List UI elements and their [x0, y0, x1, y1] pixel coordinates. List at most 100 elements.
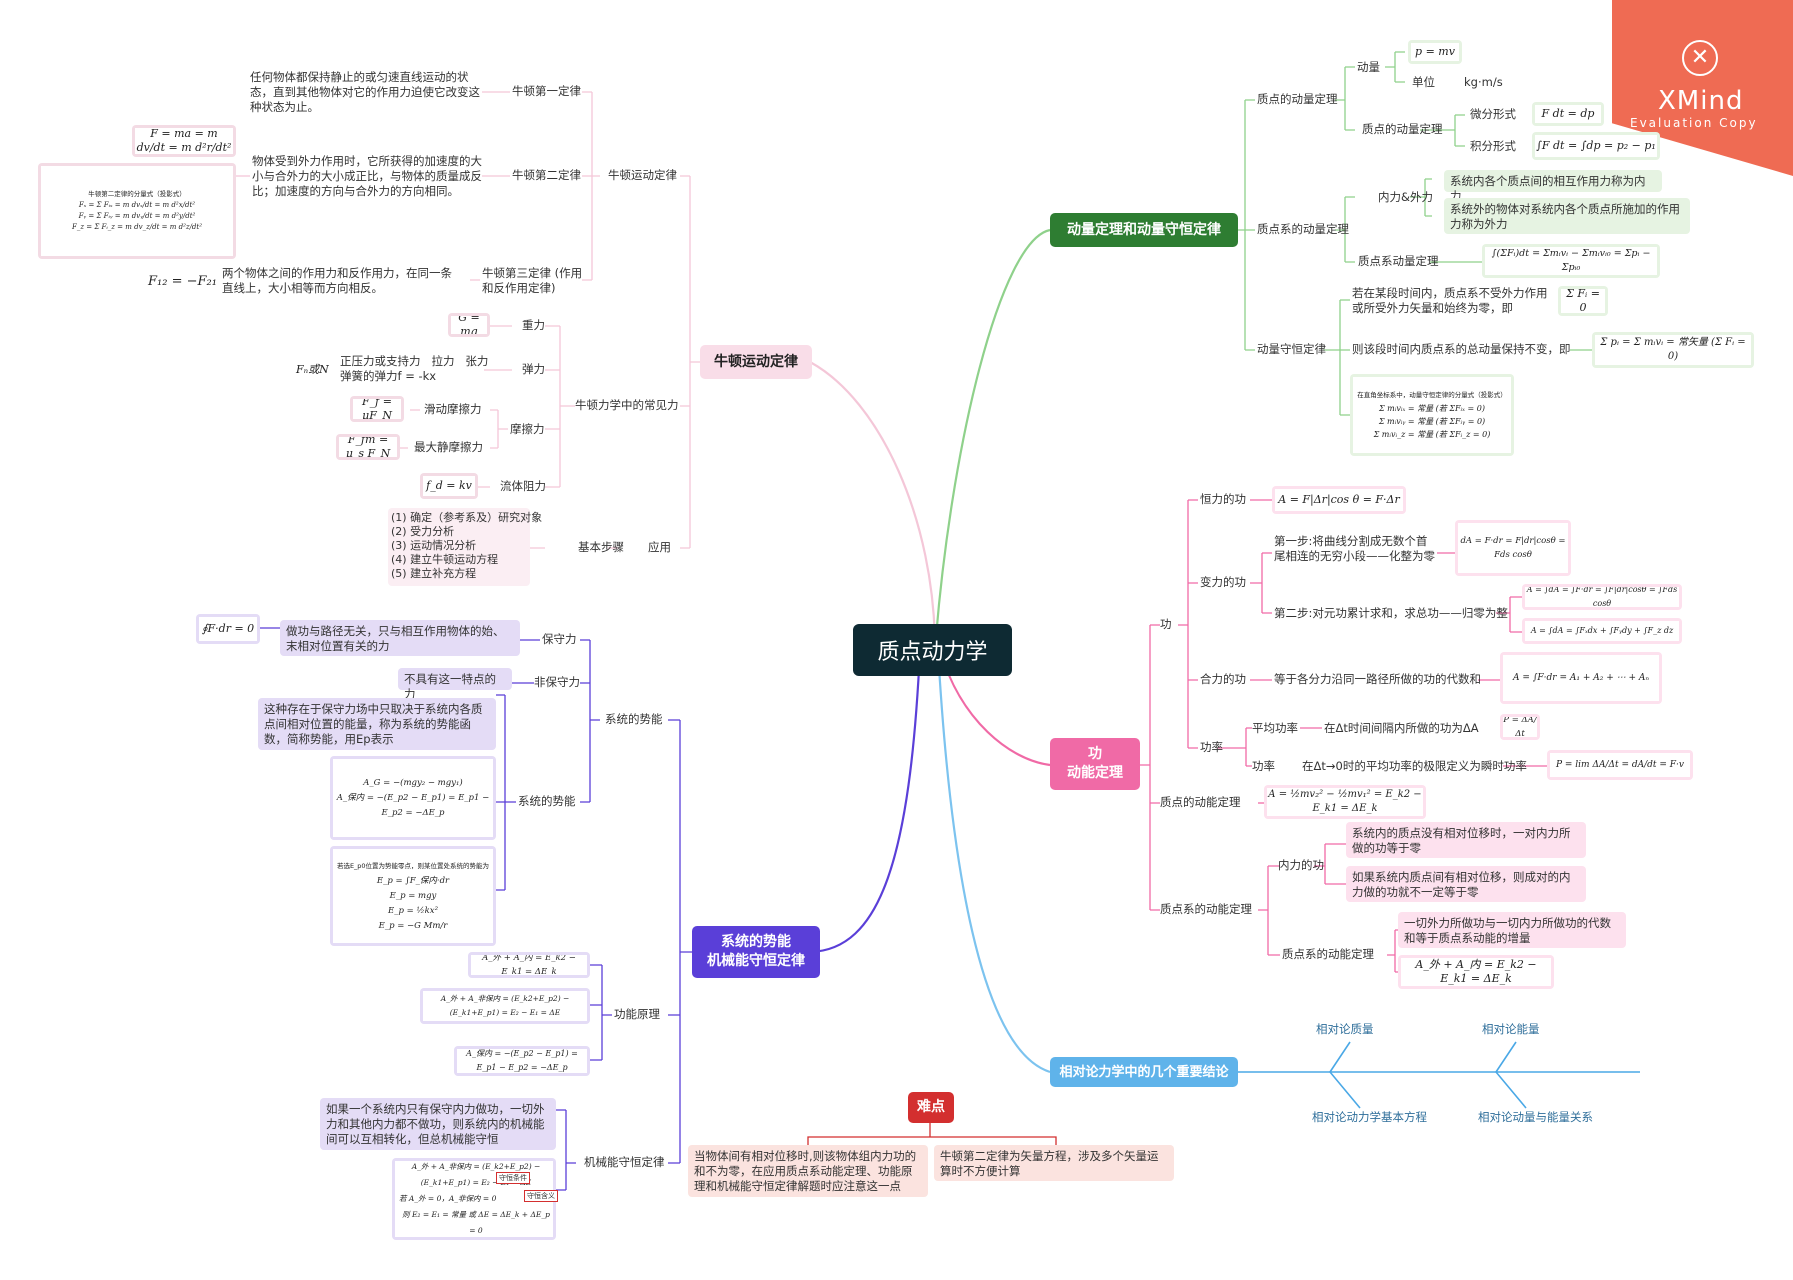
particle-momentum-label[interactable]: 质点的动量定理: [1257, 92, 1338, 106]
conservation-components: 在直角坐标系中，动量守恒定律的分量式（投影式） Σ mᵢvᵢₓ = 常量 (若 …: [1353, 377, 1511, 453]
steps-text: (1) 确定（参考系及）研究对象 (2) 受力分析 (3) 运动情况分析 (4)…: [391, 511, 543, 580]
step2-formula1-box: A = ∫dA = ∫F·dr = ∫F|dr|cosθ = ∫Fds cosθ: [1522, 584, 1682, 610]
principle-f3: A_保内 = −(E_p2 − E_p1) = E_p1 − E_p2 = −Δ…: [457, 1049, 587, 1073]
conservative-formula-box: ∮F·dr = 0: [196, 614, 260, 644]
variable-work-label[interactable]: 变力的功: [1200, 575, 1246, 589]
conservation-label[interactable]: 动量守恒定律: [1257, 342, 1326, 356]
inst-power-label[interactable]: 功率: [1252, 759, 1275, 773]
tag-condition: 守恒条件: [496, 1172, 530, 1184]
newton-first-label[interactable]: 牛顿第一定律: [512, 84, 581, 98]
pe-zero-formula: E_p = ∫F_保内·dr: [376, 875, 450, 886]
conservation-cond-formula-box: Σ Fᵢ = 0: [1558, 286, 1608, 316]
mech-conservation-label[interactable]: 机械能守恒定律: [584, 1155, 665, 1169]
system-ke-theorem-formula: A_外 + A_内 = E_k2 − E_k1 = ΔE_k: [1401, 958, 1551, 986]
elastic-label[interactable]: 弹力: [522, 362, 545, 376]
newton-third-formula: F₁₂ = −F₂₁: [148, 274, 217, 289]
inst-power-text: 在Δt→0时的平均功率的极限定义为瞬时功率: [1302, 759, 1527, 773]
pe-zero-box: 若选E_p0位置为势能零点，则某位置处系统的势能为 E_p = ∫F_保内·dr…: [330, 846, 496, 946]
apply-label[interactable]: 应用: [648, 540, 671, 554]
step1-formula-box: dA = F·dr = F|dr|cosθ = Fds cosθ: [1455, 520, 1571, 576]
mech-f3: 则 E₂ = E₁ = 常量 或 ΔE = ΔE_k + ΔE_p = 0: [402, 1210, 550, 1235]
fluid-label[interactable]: 流体阻力: [500, 479, 546, 493]
elastic-formula: Fₙ或N: [296, 363, 329, 376]
integral-label[interactable]: 积分形式: [1470, 139, 1516, 153]
particle-theorem-label[interactable]: 质点的动量定理: [1362, 122, 1443, 136]
pe-text: 这种存在于保守力场中只取决于系统内各质点间相对位置的能量，称为系统的势能函数，简…: [258, 698, 496, 750]
root-topic[interactable]: 质点动力学: [853, 624, 1012, 676]
watermark-brand: XMind: [1658, 86, 1744, 116]
nonconservative-label[interactable]: 非保守力: [534, 675, 580, 689]
step1-formula: dA = F·dr = F|dr|cosθ = Fds cosθ: [1458, 523, 1568, 573]
principle-label[interactable]: 功能原理: [614, 1007, 660, 1021]
gravity-label[interactable]: 重力: [522, 318, 545, 332]
resultant-work-label[interactable]: 合力的功: [1200, 672, 1246, 686]
system-ke-theorem-label[interactable]: 质点系的动能定理: [1282, 947, 1374, 961]
system-ke-label[interactable]: 质点系的动能定理: [1160, 902, 1252, 916]
friction-label[interactable]: 摩擦力: [510, 422, 545, 436]
p-formula-box: p = mv: [1408, 40, 1462, 64]
step2-formula2: A = ∫dA = ∫Fₓdx + ∫Fᵧdy + ∫F_z dz: [1525, 621, 1679, 641]
principle-f3-box: A_保内 = −(E_p2 − E_p1) = E_p1 − E_p2 = −Δ…: [454, 1046, 590, 1076]
newton-laws-label[interactable]: 牛顿运动定律: [608, 168, 677, 182]
conservation-cond: 若在某段时间内，质点系不受外力作用或所受外力矢量和始终为零，即: [1352, 286, 1548, 315]
inner-work-1: 系统内的质点没有相对位移时，一对内力所做的功等于零: [1346, 822, 1586, 858]
constant-work-formula: A = F|Δr|cos θ = F·Δr: [1275, 489, 1403, 511]
pe-label[interactable]: 系统的势能: [518, 794, 576, 808]
topic-difficulty[interactable]: 难点: [908, 1092, 954, 1123]
principle-f2: A_外 + A_非保内 = (E_k2+E_p2) − (E_k1+E_p1) …: [423, 991, 587, 1021]
conservative-text: 做功与路径无关，只与相互作用物体的始、末相对位置有关的力: [280, 620, 520, 656]
difficulty-item-2: 牛顿第二定律为矢量方程，涉及多个矢量运算时不方便计算: [934, 1145, 1174, 1181]
step2-formula2-box: A = ∫dA = ∫Fₓdx + ∫Fᵧdy + ∫F_z dz: [1522, 618, 1682, 644]
topic-energy[interactable]: 系统的势能 机械能守恒定律: [692, 926, 820, 978]
newton-second-components-title: 牛顿第二定律的分量式（投影式）: [88, 190, 186, 198]
mech-conservation-formulas: A_外 + A_非保内 = (E_k2+E_p2) − (E_k1+E_p1) …: [395, 1161, 553, 1237]
work-label[interactable]: 功: [1160, 617, 1172, 631]
relativity-momentum-energy[interactable]: 相对论动量与能量关系: [1478, 1110, 1593, 1124]
sliding-formula-box: F_f = μF_N: [350, 396, 404, 422]
diff-label[interactable]: 微分形式: [1470, 107, 1516, 121]
conservative-label[interactable]: 保守力: [542, 632, 577, 646]
gravity-formula: G = mg: [451, 316, 487, 334]
momentum-label[interactable]: 动量: [1357, 60, 1380, 74]
topic-momentum[interactable]: 动量定理和动量守恒定律: [1050, 213, 1238, 247]
conservation-cond-formula: Σ Fᵢ = 0: [1561, 289, 1605, 313]
steps-label[interactable]: 基本步骤: [578, 540, 624, 554]
power-label[interactable]: 功率: [1200, 740, 1223, 754]
relativity-mass[interactable]: 相对论质量: [1316, 1022, 1374, 1036]
newton-second-components: 牛顿第二定律的分量式（投影式） Fₓ = Σ Fᵢₓ = m dvₓ/dt = …: [41, 166, 233, 256]
elastic-text: 正压力或支持力 拉力 张力 弹簧的弹力f = -kx: [340, 354, 489, 383]
steps-box: (1) 确定（参考系及）研究对象 (2) 受力分析 (3) 运动情况分析 (4)…: [388, 508, 543, 586]
newton-second-label[interactable]: 牛顿第二定律: [512, 168, 581, 182]
particle-ke-formula: A = ½mv₂² − ½mv₁² = E_k2 − E_k1 = ΔE_k: [1267, 788, 1423, 816]
system-ke-theorem-text: 一切外力所做功与一切内力所做功的代数和等于质点系动能的增量: [1398, 912, 1626, 948]
particle-ke-label[interactable]: 质点的动能定理: [1160, 795, 1241, 809]
diff-formula-box: F dt = dp: [1532, 102, 1604, 126]
constant-work-label[interactable]: 恒力的功: [1200, 492, 1246, 506]
static-formula: F_fm = μ_s F_N: [339, 437, 397, 457]
particle-ke-formula-box: A = ½mv₂² − ½mv₁² = E_k2 − E_k1 = ΔE_k: [1264, 785, 1426, 819]
sliding-label[interactable]: 滑动摩擦力: [424, 402, 482, 416]
newton-third-label[interactable]: 牛顿第三定律 (作用和反作用定律): [482, 266, 583, 295]
unit-label[interactable]: 单位: [1412, 75, 1435, 89]
relativity-energy[interactable]: 相对论能量: [1482, 1022, 1540, 1036]
conservation-result: 则该段时间内质点系的总动量保持不变，即: [1352, 342, 1571, 356]
avg-power-label[interactable]: 平均功率: [1252, 721, 1298, 735]
topic-work[interactable]: 功 动能定理: [1050, 738, 1140, 790]
inner-work-label[interactable]: 内力的功: [1278, 858, 1324, 872]
system-theorem-label[interactable]: 质点系动量定理: [1358, 254, 1439, 268]
potential-label[interactable]: 系统的势能: [605, 712, 663, 726]
pe-f1: A_G = −(mgy₂ − mgy₁): [363, 777, 463, 788]
static-label[interactable]: 最大静摩擦力: [414, 440, 483, 454]
conservation-result-formula-box: Σ pᵢ = Σ mᵢvᵢ = 常矢量 (Σ Fᵢ = 0): [1592, 332, 1754, 368]
resultant-work-formula: A = ∫F·dr = A₁ + A₂ + ⋯ + Aₙ: [1503, 655, 1659, 701]
forces-label[interactable]: 牛顿力学中的常见力: [575, 398, 679, 412]
close-icon[interactable]: ✕: [1682, 40, 1718, 76]
topic-relativity[interactable]: 相对论力学中的几个重要结论: [1050, 1057, 1238, 1087]
avg-power-text: 在Δt时间间隔内所做的功为ΔA: [1324, 721, 1479, 735]
inner-force-text: 系统内各个质点间的相互作用力称为内力: [1444, 170, 1662, 203]
topic-newton[interactable]: 牛顿运动定律: [700, 345, 812, 379]
inout-label[interactable]: 内力&外力: [1378, 190, 1433, 204]
newton-first-text: 任何物体都保持静止的或匀速直线运动的状态，直到其他物体对它的作用力迫使它改变这种…: [250, 70, 480, 114]
relativity-dynamics[interactable]: 相对论动力学基本方程: [1312, 1110, 1427, 1124]
system-momentum-label[interactable]: 质点系的动量定理: [1257, 222, 1349, 236]
